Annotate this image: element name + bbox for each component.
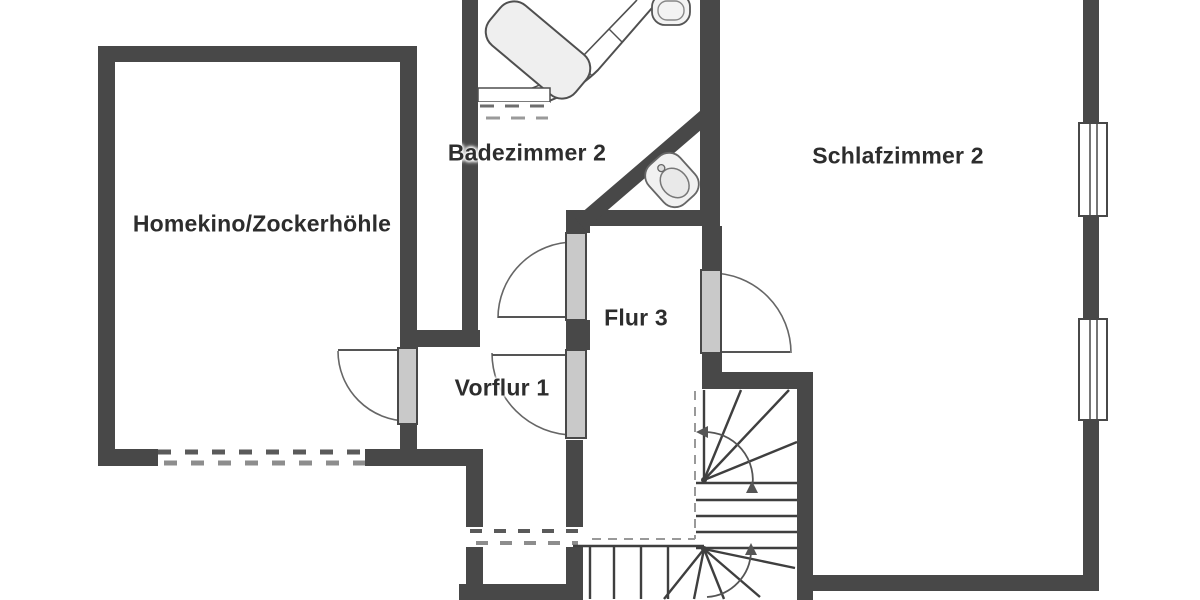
stair-arrow-icon [745, 543, 757, 555]
door-badezimmer [497, 232, 587, 321]
room-label-vorflur: Vorflur 1 [454, 374, 550, 401]
door-homekino [337, 347, 418, 425]
stair-arrow-icon [696, 426, 708, 438]
door-schlafzimmer [700, 269, 792, 354]
winder-staircase [573, 389, 798, 600]
stair-opening-dashed-line [592, 391, 696, 540]
dashed-opening-small-room [466, 527, 583, 547]
room-label-badezimmer: Badezimmer 2 [447, 139, 607, 166]
walls [98, 0, 1099, 600]
window-icon [1078, 122, 1108, 217]
stair-walk-line [696, 426, 758, 598]
toilet-icon [644, 151, 700, 209]
room-label-homekino: Homekino/Zockerhöhle [132, 210, 392, 237]
window-icon [1078, 318, 1108, 421]
door-vorflur [491, 349, 587, 439]
stair-arrow-icon [746, 481, 758, 493]
bathtub-icon [477, 0, 653, 122]
room-label-flur: Flur 3 [604, 304, 668, 331]
room-label-schlafzimmer: Schlafzimmer 2 [812, 142, 984, 169]
sink-icon [651, 0, 691, 26]
dashed-opening-homekino [158, 446, 365, 468]
